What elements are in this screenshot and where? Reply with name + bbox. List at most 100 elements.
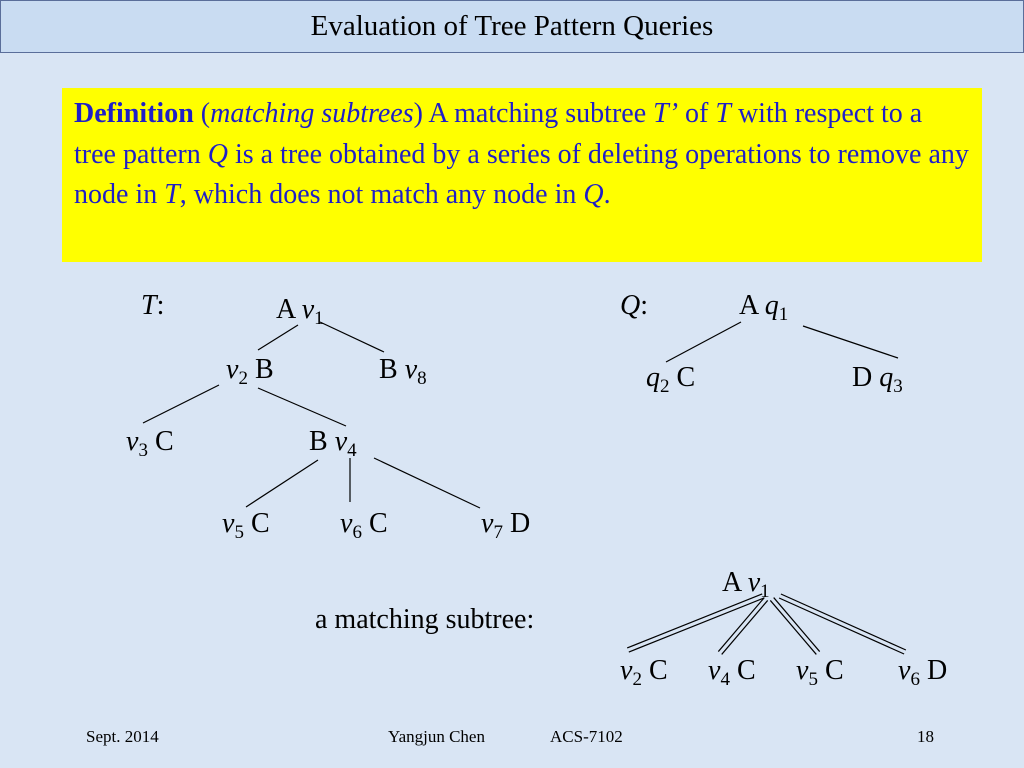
node-var: v: [340, 508, 353, 539]
node-var: v: [620, 655, 633, 686]
match-node-v5: v5 C: [796, 655, 844, 690]
node-sub: 2: [660, 376, 670, 397]
node-sub: 2: [238, 368, 248, 389]
node-sub: 3: [138, 440, 148, 461]
edge-v1-v8: [319, 321, 385, 353]
definition-symbol: Q: [583, 179, 604, 210]
node-var: v: [747, 567, 761, 598]
node-var: v: [126, 426, 139, 457]
node-sub: 1: [314, 308, 324, 329]
edge-m1-m5-b: [773, 597, 821, 652]
node-var: v: [708, 655, 721, 686]
node-var: v: [301, 294, 315, 325]
node-var: v: [226, 354, 239, 385]
node-sub: 5: [234, 522, 244, 543]
node-label: C: [250, 508, 270, 539]
definition-text: , which does not match any node in: [179, 179, 584, 210]
footer-page-number: 18: [917, 727, 934, 746]
edge-m1-m4-a: [717, 597, 765, 652]
footer-course: ACS-7102: [550, 727, 623, 746]
edge-q1-q2: [665, 321, 742, 363]
slide-title: Evaluation of Tree Pattern Queries: [0, 0, 1024, 53]
definition-text: ): [413, 98, 423, 129]
node-sub: 4: [720, 669, 730, 690]
definition-symbol: T: [715, 98, 731, 129]
node-sub: 2: [632, 669, 642, 690]
definition-box: Definition (matching subtrees) A matchin…: [62, 88, 982, 262]
node-label: B: [379, 354, 398, 385]
definition-text: with respect to a tree pattern: [74, 98, 923, 170]
node-sub: 5: [808, 669, 818, 690]
node-label: D: [509, 508, 531, 539]
node-label: A: [739, 290, 758, 321]
definition-text: of: [678, 98, 716, 129]
node-label: C: [736, 655, 756, 686]
definition-symbol: Q: [207, 138, 228, 170]
tree-node-v5: v5 C: [222, 508, 270, 543]
edge-m1-m4-b: [721, 600, 769, 655]
edge-m1-m2-b: [628, 597, 765, 653]
tree-node-v3: v3 C: [126, 426, 174, 461]
node-label: C: [824, 655, 844, 686]
tree-node-v4: B v4: [309, 426, 357, 461]
query-node-q2: q2 C: [646, 362, 696, 397]
edge-v4-v7: [373, 457, 481, 509]
node-sub: 7: [493, 522, 503, 543]
tree-q-name: Q:: [620, 292, 648, 320]
node-label: D: [852, 362, 873, 393]
node-label: C: [648, 655, 668, 686]
node-sub: 3: [893, 376, 903, 397]
node-var: q: [879, 362, 894, 393]
tree-q-sep: :: [640, 290, 649, 321]
edge-m1-m2-a: [626, 593, 763, 649]
match-node-v4: v4 C: [708, 655, 756, 690]
node-sub: 6: [352, 522, 362, 543]
node-sub: 6: [910, 669, 920, 690]
definition-text: A matching subtree: [422, 98, 654, 129]
node-label: B: [254, 354, 274, 385]
definition-text: is a tree obtained by a series of deleti…: [74, 138, 969, 211]
query-node-q3: D q3: [852, 362, 903, 397]
definition-term: Definition: [74, 98, 194, 129]
query-node-q1: A q1: [739, 290, 788, 325]
definition-text: (: [193, 98, 211, 129]
tree-t-name: T:: [141, 292, 164, 320]
match-node-v1: A v1: [722, 567, 770, 602]
node-label: C: [676, 362, 696, 393]
tree-t-symbol: T: [141, 290, 157, 321]
definition-term-italic: matching subtrees: [210, 98, 414, 129]
node-sub: 8: [417, 368, 427, 389]
node-var: v: [222, 508, 235, 539]
node-var: v: [334, 426, 348, 457]
tree-node-v7: v7 D: [481, 508, 531, 543]
node-var: q: [764, 290, 779, 321]
node-sub: 1: [760, 581, 770, 602]
node-sub: 1: [778, 304, 789, 325]
node-var: v: [898, 655, 911, 686]
node-label: A: [276, 294, 295, 325]
tree-t-sep: :: [156, 290, 165, 321]
node-label: C: [368, 508, 388, 539]
edge-m1-m6-a: [778, 597, 905, 655]
edge-v2-v4: [257, 387, 347, 427]
tree-q-symbol: Q: [620, 290, 641, 321]
tree-node-v6: v6 C: [340, 508, 388, 543]
node-label: C: [154, 426, 174, 457]
tree-node-v2: v2 B: [226, 354, 274, 389]
node-sub: 4: [347, 440, 357, 461]
footer-author: Yangjun Chen: [388, 727, 485, 746]
footer-date: Sept. 2014: [86, 727, 159, 746]
match-node-v2: v2 C: [620, 655, 668, 690]
edge-q1-q3: [802, 325, 899, 359]
edge-m1-m5-a: [769, 600, 817, 655]
definition-text: .: [603, 179, 611, 210]
matching-subtree-caption: a matching subtree:: [315, 604, 535, 635]
tree-node-v8: B v8: [379, 354, 427, 389]
node-var: v: [404, 354, 418, 385]
match-node-v6: v6 D: [898, 655, 948, 690]
edge-m1-m6-b: [780, 593, 907, 651]
node-label: D: [926, 655, 948, 686]
edge-v2-v3: [142, 384, 220, 424]
edge-v4-v5: [245, 459, 319, 508]
